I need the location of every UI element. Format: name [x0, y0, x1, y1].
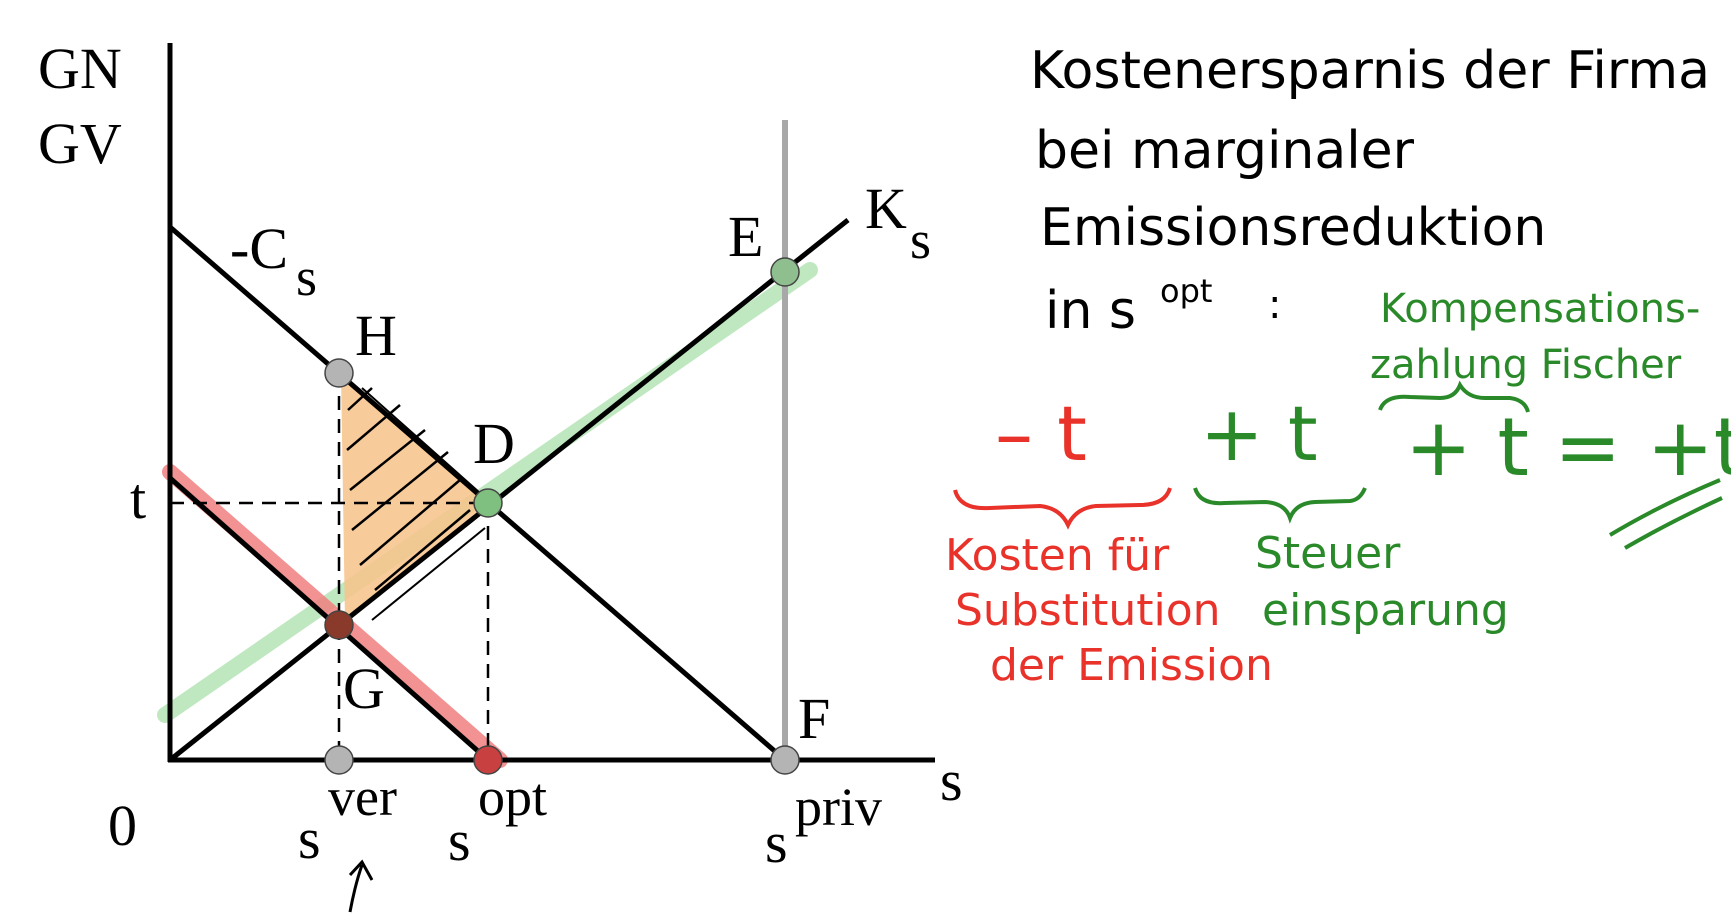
point-s-ver: [324, 745, 354, 775]
ks-curve: [168, 218, 850, 762]
notes-heading: Kostenersparnis der Firma bei marginaler…: [1030, 41, 1710, 341]
arrow-icon: [348, 859, 374, 913]
notes-heading-line4-colon: :: [1268, 282, 1281, 328]
origin-label: 0: [108, 793, 137, 858]
notes-heading-line4-base: in s: [1045, 281, 1136, 341]
t-tick-label: t: [130, 466, 146, 531]
red-term-block: – t Kosten für Substitution der Emission: [945, 389, 1273, 691]
y-axis-label-gv: GV: [38, 111, 122, 176]
minus-cs-label: -C: [230, 216, 288, 281]
notes-heading-line4-sup: opt: [1160, 272, 1212, 310]
notes-heading-line3: Emissionsreduktion: [1040, 198, 1546, 258]
point-g: [324, 610, 354, 640]
green-brace: [1193, 487, 1367, 524]
double-underline: [1608, 478, 1723, 550]
points: [324, 257, 800, 775]
triangle-fill: [341, 373, 488, 622]
minus-cs-label-sub: s: [296, 247, 317, 307]
point-f: [770, 745, 800, 775]
point-d: [473, 488, 503, 518]
s-ver-label-sup: ver: [328, 767, 397, 827]
s-opt-label-sup: opt: [478, 767, 547, 827]
point-g-label: G: [343, 656, 385, 721]
compensation-line1: Kompensations-: [1380, 286, 1700, 332]
term-green-caption-line2: einsparung: [1262, 585, 1509, 636]
point-h: [324, 358, 354, 388]
compensation-line2: zahlung Fischer: [1370, 342, 1682, 388]
point-h-label: H: [355, 303, 397, 368]
s-ver-label-base: s: [298, 806, 321, 871]
curves: [168, 218, 850, 762]
welfare-triangle: [341, 373, 488, 622]
axis-labels: GN GV 0 s t: [38, 36, 963, 858]
y-axis-label-gn: GN: [38, 36, 122, 101]
point-f-label: F: [798, 686, 830, 751]
notes-heading-line1: Kostenersparnis der Firma: [1030, 41, 1710, 101]
ks-label: K: [865, 176, 907, 241]
axes: [167, 43, 935, 763]
curve-labels: -C s K s: [230, 176, 931, 307]
point-s-opt: [473, 745, 503, 775]
point-e: [770, 257, 800, 287]
compensation-brace: [1378, 380, 1530, 413]
s-opt-label-base: s: [448, 808, 471, 873]
green-term-block: + t Steuer einsparung: [1193, 389, 1509, 636]
notes-heading-line2: bei marginaler: [1035, 121, 1415, 181]
x-axis-label: s: [940, 748, 963, 813]
s-tick-labels: s ver s opt s priv: [298, 767, 882, 875]
term-green: + t: [1200, 389, 1318, 478]
s-priv-label-sup: priv: [795, 777, 882, 837]
point-e-label: E: [728, 204, 763, 269]
term-red-caption-line2: Substitution: [955, 585, 1221, 636]
term-red: – t: [995, 389, 1087, 478]
term-red-caption-line3: der Emission: [990, 640, 1273, 691]
dashed-guides: [170, 373, 490, 760]
term-red-caption-line1: Kosten für: [945, 530, 1170, 581]
point-labels: H D E F G: [343, 204, 830, 751]
ks-label-sub: s: [910, 210, 931, 270]
term-green-caption-line1: Steuer: [1255, 528, 1401, 579]
point-d-label: D: [473, 411, 515, 476]
equation: + t = +t: [1405, 401, 1731, 494]
compensation-block: Kompensations- zahlung Fischer + t = +t: [1370, 286, 1731, 550]
red-brace: [953, 487, 1172, 530]
s-priv-label-base: s: [765, 810, 788, 875]
